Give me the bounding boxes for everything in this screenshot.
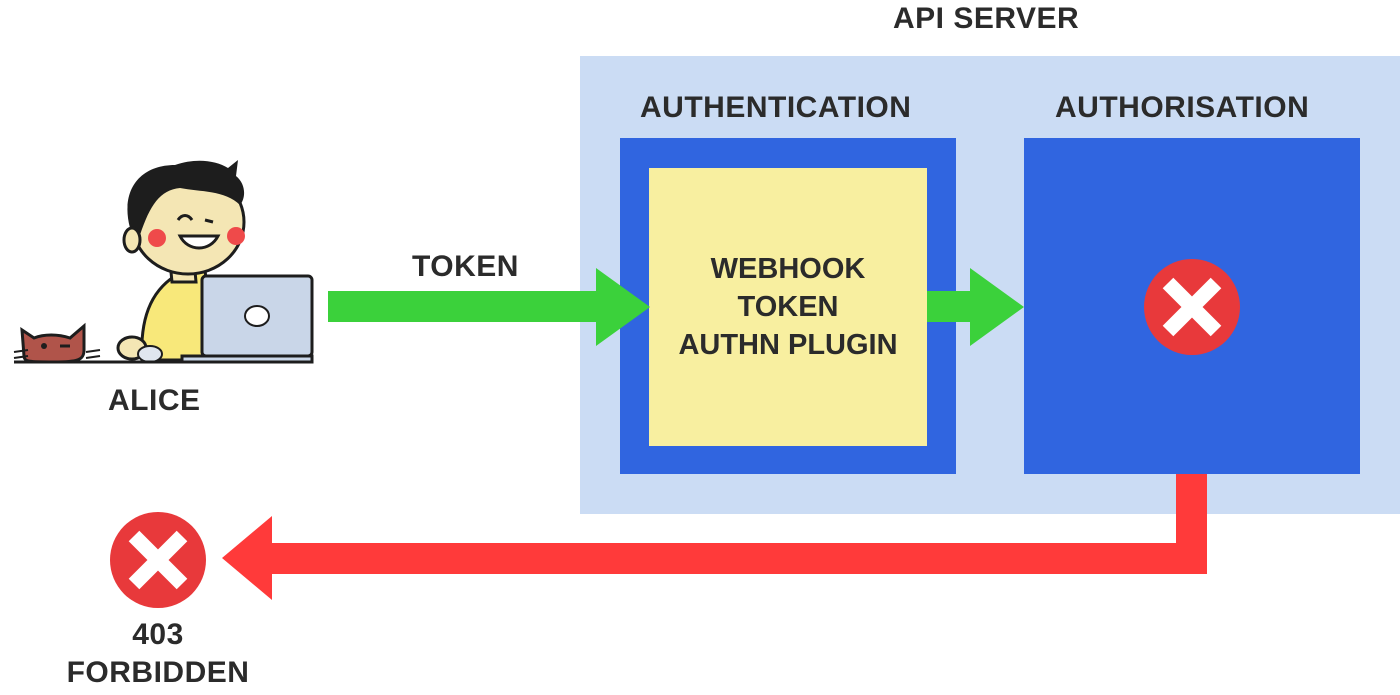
alice-label: ALICE — [108, 384, 201, 417]
api-server-title: API SERVER — [893, 2, 1080, 35]
cat-illustration — [13, 322, 101, 364]
authentication-title: AUTHENTICATION — [640, 91, 912, 124]
forbidden-return-arrow — [222, 474, 1207, 600]
authn-to-authz-arrow — [927, 268, 1024, 346]
forbidden-deny-icon — [110, 512, 206, 608]
authorisation-title: AUTHORISATION — [1055, 91, 1310, 124]
token-arrow — [328, 268, 650, 346]
token-label: TOKEN — [412, 250, 519, 283]
laptop-icon — [180, 274, 314, 364]
alice-user-illustration — [14, 160, 310, 364]
plugin-label-line-1: WEBHOOK — [710, 253, 866, 285]
webhook-token-authn-plugin-box: WEBHOOK TOKEN AUTHN PLUGIN — [649, 168, 927, 446]
authorisation-deny-icon — [1144, 259, 1240, 355]
plugin-label-line-3: AUTHN PLUGIN — [678, 329, 898, 361]
forbidden-status-code: 403 — [132, 618, 184, 651]
plugin-label-line-2: TOKEN — [737, 291, 839, 323]
forbidden-status-text: FORBIDDEN — [66, 656, 250, 689]
